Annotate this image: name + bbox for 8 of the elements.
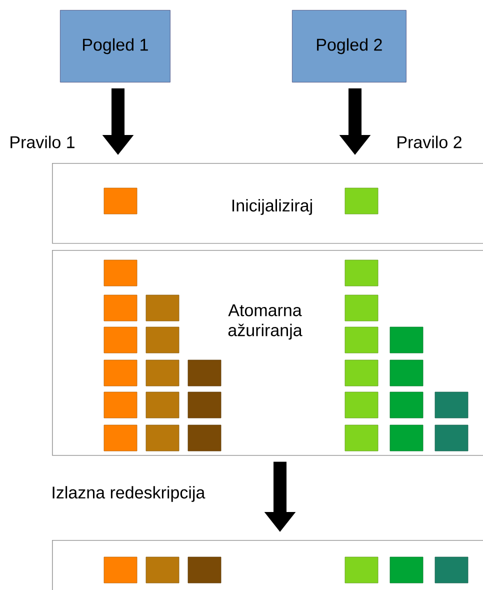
view-box: Pogled 2 xyxy=(292,10,406,82)
panel: Atomarna ažuriranja xyxy=(52,250,483,456)
panel: Inicijaliziraj xyxy=(52,163,483,244)
edge-label: Izlazna redeskripcija xyxy=(52,486,206,502)
edge-label: Pravilo 2 xyxy=(398,136,462,148)
edge-label: Pravilo 1 xyxy=(10,136,74,148)
view-box: Pogled 1 xyxy=(60,10,170,82)
panel xyxy=(52,540,483,590)
